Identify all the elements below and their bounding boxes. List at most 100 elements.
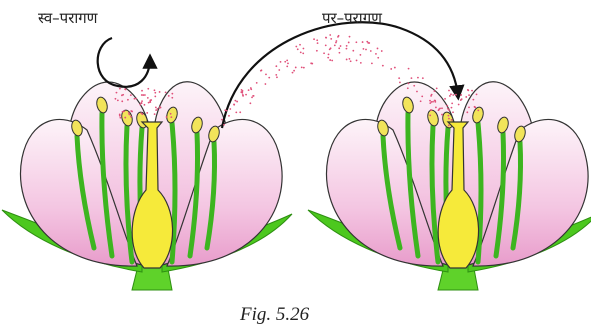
pollen-grain [471, 90, 473, 92]
pollen-grain [411, 77, 413, 79]
pollen-grain [228, 115, 230, 117]
pollen-grain [124, 117, 126, 119]
pollen-grain [276, 76, 278, 78]
pollen-grain [436, 87, 438, 89]
pollen-grain [239, 111, 241, 113]
pollen-grain [154, 113, 156, 115]
pollen-grain [123, 110, 125, 112]
pollen-grain [340, 45, 342, 47]
pollen-grain [157, 108, 159, 110]
pollen-grain [154, 89, 156, 91]
pollen-grain [141, 113, 143, 115]
pollen-grain [146, 112, 148, 114]
pollen-grain [352, 50, 354, 52]
pollen-grain [235, 111, 237, 113]
pollen-grain [325, 37, 327, 39]
pollen-grain [363, 48, 365, 50]
flower-right [308, 82, 591, 290]
pollen-grain [303, 67, 305, 69]
pollen-grain [268, 77, 270, 79]
pollen-grain [472, 99, 474, 101]
pollen-grain [265, 73, 267, 75]
pollen-grain [339, 52, 341, 54]
pollen-grain [430, 109, 432, 111]
pollen-grain [330, 47, 332, 49]
pollen-grain [448, 109, 450, 111]
pollen-grain [468, 94, 470, 96]
pollen-grain [421, 95, 423, 97]
pollen-grain [331, 60, 333, 62]
pollen-grain [377, 48, 379, 50]
self-pollination-label: स्व–परागण [38, 8, 98, 28]
pollen-grain [349, 36, 351, 38]
pollen-grain [166, 116, 168, 118]
pollen-grain [159, 91, 161, 93]
pollen-grain [119, 88, 121, 90]
pollen-grain [461, 98, 463, 100]
pollen-grain [155, 107, 157, 109]
pollen-grain [394, 67, 396, 69]
pollen-grain [441, 114, 443, 116]
pollen-grain [336, 40, 338, 42]
pollen-grain [287, 62, 289, 64]
pollen-grain [416, 91, 418, 93]
pollen-grain [365, 49, 367, 51]
pollen-grain [135, 98, 137, 100]
figure-caption: Fig. 5.26 [240, 304, 309, 326]
pollen-grain [121, 100, 123, 102]
pollen-grain [127, 99, 129, 101]
pollen-grain [122, 94, 124, 96]
pollen-grain [438, 109, 440, 111]
cross-pollination-label: पर–परागण [322, 8, 382, 28]
pollen-grain [280, 61, 282, 63]
pollen-grain [429, 100, 431, 102]
pollen-grain [286, 59, 288, 61]
pollen-grain [168, 95, 170, 97]
pollen-grain [468, 107, 470, 109]
pollen-grain [252, 95, 254, 97]
pollen-grain [325, 44, 327, 46]
pollen-grain [434, 90, 436, 92]
pollen-grain [382, 65, 384, 67]
pollen-grain [349, 58, 351, 60]
pollen-grain [434, 100, 436, 102]
pollen-grain [128, 114, 130, 116]
pollen-grain [117, 99, 119, 101]
pollen-grain [337, 36, 339, 38]
pollen-grain [348, 42, 350, 44]
pollen-grain [302, 52, 304, 54]
pollen-grain [141, 100, 143, 102]
pollen-grain [359, 54, 361, 56]
pollen-grain [330, 38, 332, 40]
pollen-grain [122, 111, 124, 113]
pollen-grain [256, 82, 258, 84]
pollen-grain [310, 62, 312, 64]
pollen-grain [236, 101, 238, 103]
pollen-grain [334, 44, 336, 46]
pollen-grain [229, 108, 231, 110]
pollen-grain [144, 94, 146, 96]
pollen-grain [147, 88, 149, 90]
pollen-grain [432, 101, 434, 103]
pollen-grain [417, 77, 419, 79]
pollen-grain [221, 119, 223, 121]
pollen-grain [147, 97, 149, 99]
pollen-grain [223, 124, 225, 126]
pollen-grain [452, 111, 454, 113]
pollen-grain [408, 68, 410, 70]
pollen-grain [249, 102, 251, 104]
pollen-grain [441, 107, 443, 109]
self-pollination-arrow [98, 38, 150, 87]
pollen-grain [242, 95, 244, 97]
pollen-grain [128, 112, 130, 114]
pollen-grain [275, 65, 277, 67]
pollen-grain [370, 50, 372, 52]
pollen-grain [362, 41, 364, 43]
pollen-grain [115, 98, 117, 100]
pollen-grain [130, 116, 132, 118]
pollen-grain [250, 87, 252, 89]
pollen-grain [439, 107, 441, 109]
pollen-grain [316, 39, 318, 41]
pollen-grain [328, 53, 330, 55]
